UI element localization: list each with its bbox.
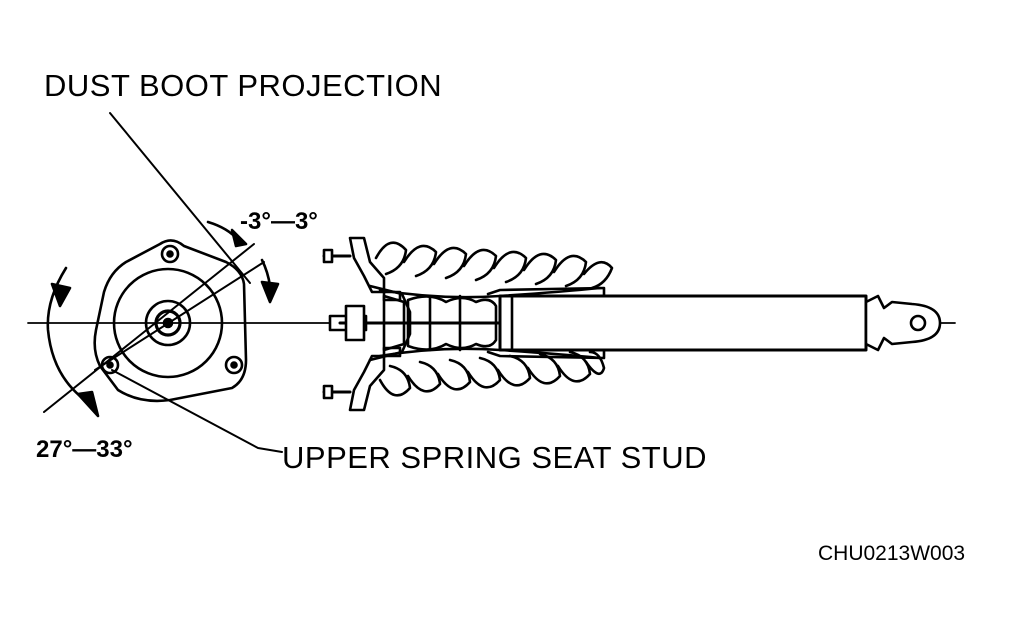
large-angle-arrowhead-bottom (76, 390, 100, 418)
mount-ring-inner (144, 299, 192, 347)
strut-side-view (322, 236, 942, 412)
figure-code-label: CHU0213W003 (818, 542, 966, 565)
large-angle-arrowhead-top (50, 282, 72, 308)
dust-boot-leader (109, 112, 251, 284)
large-angle-label: 27°—33° (36, 436, 133, 463)
upper-spring-seat-stud-label: UPPER SPRING SEAT STUD (282, 440, 707, 475)
upper-spring-seat-leader (111, 369, 283, 453)
lower-spring-seat (486, 286, 606, 360)
dust-boot-reference-line (94, 261, 265, 371)
upper-mount-bracket-bottom (348, 346, 402, 412)
shock-absorber-body (498, 294, 868, 352)
dust-boot-projection-label: DUST BOOT PROJECTION (44, 68, 443, 103)
small-angle-label: -3°—3° (240, 208, 318, 235)
spring-seat-reference-line (43, 243, 255, 413)
mount-top-view (93, 239, 248, 403)
lower-eye-hole (909, 314, 927, 332)
upper-spring-seat-inner (382, 294, 406, 352)
mount-ring-outer (112, 267, 224, 379)
small-angle-arrowhead-lower (260, 280, 280, 304)
rod-nut (344, 304, 366, 342)
side-stud-bottom-head (322, 384, 334, 400)
mount-stud-right (224, 355, 244, 375)
coil-spring-bottom (378, 347, 606, 397)
dust-boot (406, 295, 498, 351)
small-angle-arrowhead-upper (230, 228, 248, 248)
lower-eye-mount (864, 294, 942, 352)
side-stud-top-head (322, 248, 334, 264)
mount-stud-top (160, 244, 180, 264)
